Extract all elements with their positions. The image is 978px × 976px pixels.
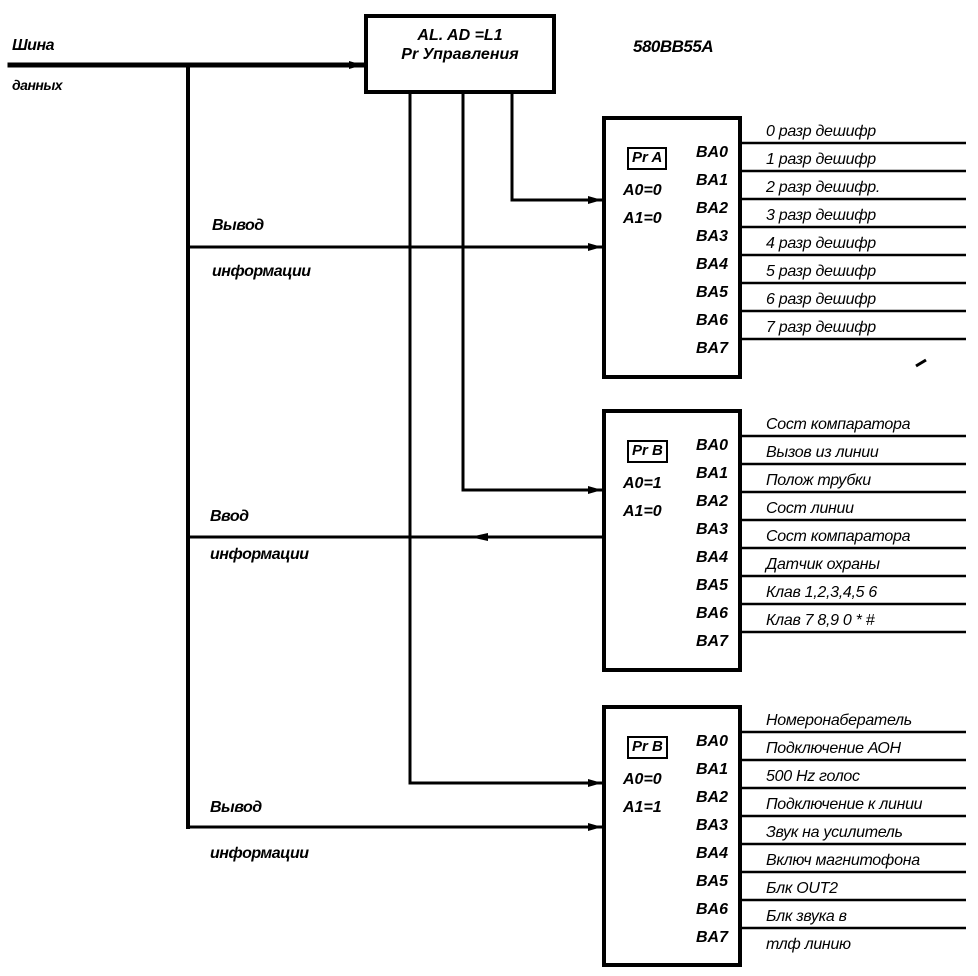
port-b-signal: Сост компаратора xyxy=(766,528,911,545)
port-c-pin-ba2: BA2 xyxy=(696,789,729,806)
port-c-signal: Звук на усилитель xyxy=(766,824,903,841)
port-c-signal: Включ магнитофона xyxy=(766,852,920,869)
port-b-pin-ba6: BA6 xyxy=(696,605,729,622)
port-a-register-tag: Pr A xyxy=(627,147,668,170)
port-b-pin-ba7: BA7 xyxy=(696,633,729,650)
bus-label-input-b-bottom: информации xyxy=(210,546,309,563)
port-b-signal: Полож трубки xyxy=(766,472,871,489)
port-b-a1: A1=0 xyxy=(623,503,662,520)
bus-label-output-a-bottom: информации xyxy=(212,263,311,280)
port-b-signal: Клав 1,2,3,4,5 6 xyxy=(766,584,877,601)
control-line-port-b xyxy=(461,90,603,494)
port-c-signal: Блк OUT2 xyxy=(766,880,838,897)
control-register-label: AL. AD =L1 Pr Управления xyxy=(366,26,554,64)
stray-mark xyxy=(915,358,927,368)
port-b-signal: Сост линии xyxy=(766,500,854,517)
port-b-a0: A0=1 xyxy=(623,475,662,492)
port-c-signal: Подключение АОН xyxy=(766,740,901,757)
port-a-signal: 4 разр дешифр xyxy=(766,235,876,252)
port-a-a0: A0=0 xyxy=(623,182,662,199)
port-a-pin-ba1: BA1 xyxy=(696,172,729,189)
port-c-register-tag: Pr B xyxy=(627,736,668,759)
port-a-pin-ba0: BA0 xyxy=(696,144,729,161)
port-c-signal: 500 Hz голос xyxy=(766,768,860,785)
port-b-signal: Датчик охраны xyxy=(766,556,880,573)
port-a-signal: 1 разр дешифр xyxy=(766,151,876,168)
port-b-pin-ba1: BA1 xyxy=(696,465,729,482)
port-c-pin-ba3: BA3 xyxy=(696,817,729,834)
bus-label-output-c-bottom: информации xyxy=(210,845,309,862)
data-bus-label-top: Шина xyxy=(12,37,55,54)
port-c-pin-ba0: BA0 xyxy=(696,733,729,750)
port-a-a1: A1=0 xyxy=(623,210,662,227)
port-a-pin-ba3: BA3 xyxy=(696,228,729,245)
port-b-pin-ba2: BA2 xyxy=(696,493,729,510)
port-c-a1: A1=1 xyxy=(623,799,662,816)
port-b-pin-ba5: BA5 xyxy=(696,577,729,594)
port-b-pin-ba3: BA3 xyxy=(696,521,729,538)
port-a-pin-ba5: BA5 xyxy=(696,284,729,301)
control-register-line1: AL. AD =L1 xyxy=(417,27,503,44)
data-bus-label-bottom: данных xyxy=(12,77,63,93)
port-b-signal: Вызов из линии xyxy=(766,444,879,461)
control-register-line2: Pr Управления xyxy=(401,46,519,64)
port-c-pin-ba1: BA1 xyxy=(696,761,729,778)
port-a-signal: 0 разр дешифр xyxy=(766,123,876,140)
port-c-box xyxy=(602,705,742,967)
port-b-arrow xyxy=(470,533,488,541)
port-c-signal: Подключение к линии xyxy=(766,796,923,813)
port-a-signal: 5 разр дешифр xyxy=(766,263,876,280)
control-register-box xyxy=(364,14,556,94)
port-a-signal: 3 разр дешифр xyxy=(766,207,876,224)
port-a-signal: 7 разр дешифр xyxy=(766,319,876,336)
port-b-pin-ba4: BA4 xyxy=(696,549,729,566)
control-line-port-c xyxy=(408,90,603,787)
control-line-port-a xyxy=(510,90,603,204)
port-a-signal: 2 разр дешифр. xyxy=(766,179,881,196)
port-b-box xyxy=(602,409,742,672)
port-a-box xyxy=(602,116,742,379)
port-a-pin-ba7: BA7 xyxy=(696,340,729,357)
port-a-pin-ba6: BA6 xyxy=(696,312,729,329)
port-b-signal: Сост компаратора xyxy=(766,416,911,433)
port-c-pin-ba6: BA6 xyxy=(696,901,729,918)
port-a-pin-ba2: BA2 xyxy=(696,200,729,217)
port-a-signal: 6 разр дешифр xyxy=(766,291,876,308)
port-b-pin-ba0: BA0 xyxy=(696,437,729,454)
port-c-pin-ba5: BA5 xyxy=(696,873,729,890)
port-c-signal: Номеронабератель xyxy=(766,712,912,729)
chip-title: 580BB55A xyxy=(633,37,714,56)
port-a-pin-ba4: BA4 xyxy=(696,256,729,273)
port-c-a0: A0=0 xyxy=(623,771,662,788)
bus-label-input-b-top: Ввод xyxy=(210,508,249,525)
port-b-register-tag: Pr B xyxy=(627,440,668,463)
port-c-signal: тлф линию xyxy=(766,936,851,953)
bus-label-output-a-top: Вывод xyxy=(212,217,264,234)
port-c-signal: Блк звука в xyxy=(766,908,847,925)
port-c-pin-ba4: BA4 xyxy=(696,845,729,862)
bus-label-output-c-top: Вывод xyxy=(210,799,262,816)
port-b-signal: Клав 7 8,9 0 * # xyxy=(766,612,875,629)
port-c-pin-ba7: BA7 xyxy=(696,929,729,946)
